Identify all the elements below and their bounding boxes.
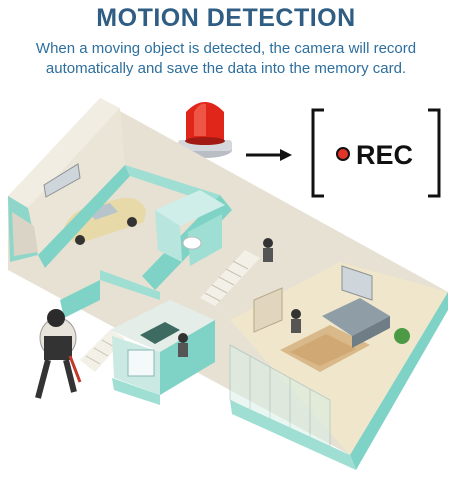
record-dot-icon: [336, 147, 350, 161]
thief-figure: [35, 309, 82, 399]
rec-indicator: REC: [311, 108, 441, 198]
intruder-figure-kitchen: [178, 333, 188, 357]
intruder-figure-living: [291, 309, 301, 333]
page-title: MOTION DETECTION: [96, 4, 356, 32]
description-line-2: automatically and save the data into the…: [45, 60, 407, 77]
sofa: [322, 298, 390, 348]
glass-wall: [229, 344, 331, 456]
rec-label: REC: [356, 140, 413, 170]
arrow-right-icon: [246, 149, 292, 161]
intruder-figure-stairs: [263, 238, 273, 262]
description: When a moving object is detected, the ca…: [0, 39, 452, 79]
description-line-1: When a moving object is detected, the ca…: [35, 40, 417, 57]
house-illustration: REC: [8, 98, 448, 470]
